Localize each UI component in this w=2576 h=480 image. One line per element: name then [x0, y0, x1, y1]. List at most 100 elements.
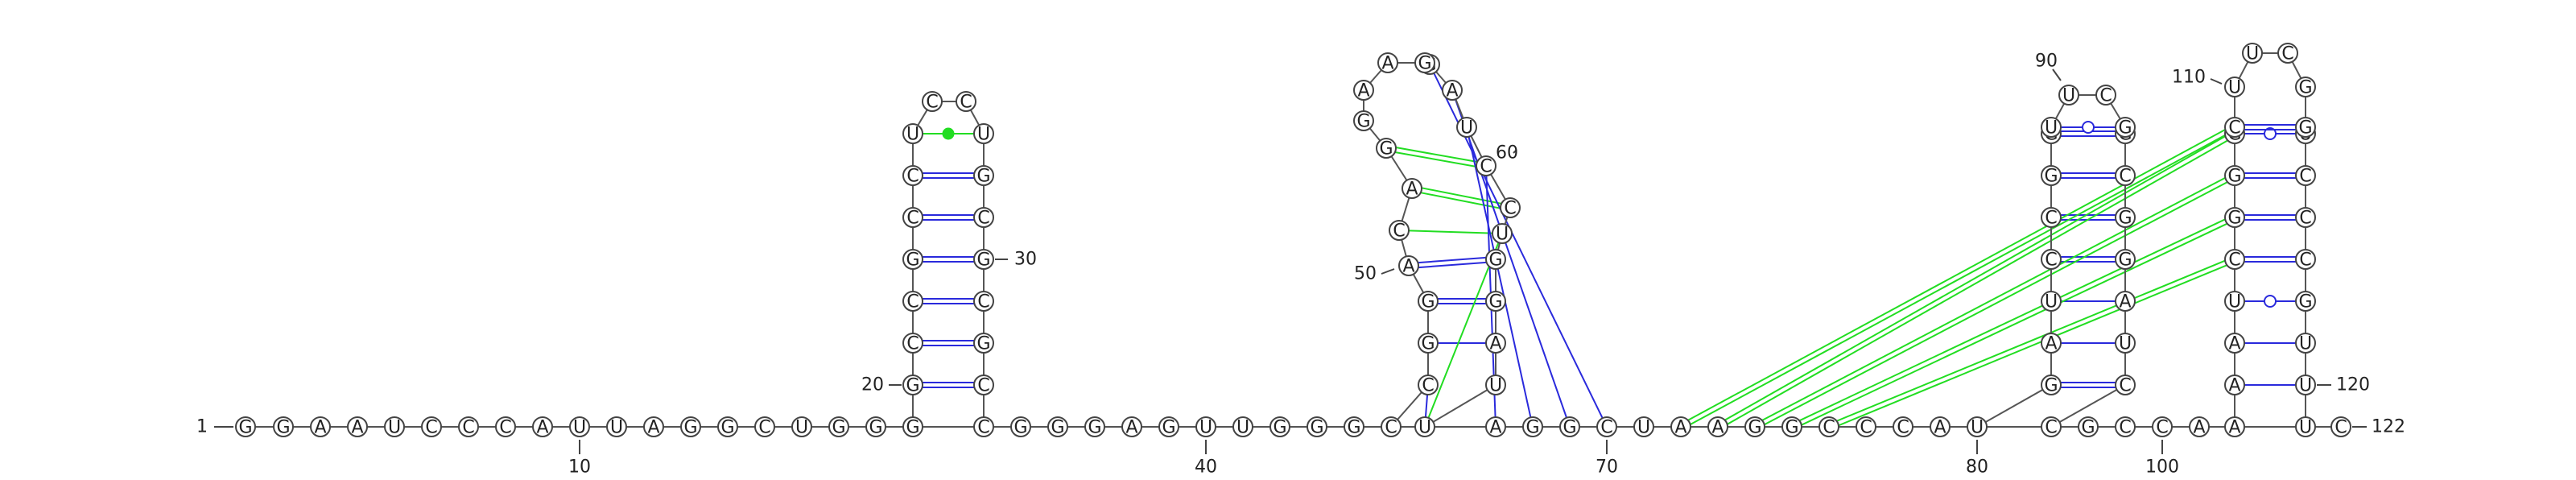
nucleotide-circle	[1398, 255, 1419, 276]
nucleotide-letter: U	[610, 418, 623, 438]
nucleotide-circle	[973, 291, 994, 312]
nucleotide-circle	[1121, 416, 1142, 437]
nucleotide-letter: U	[573, 418, 586, 438]
nucleotide-circle	[902, 374, 923, 395]
base-pair-line	[1792, 218, 2236, 430]
nucleotide-letter: U	[1199, 418, 1212, 438]
nucleotide-circle	[384, 416, 405, 437]
nucleotide-letter: C	[1860, 418, 1872, 438]
nucleotide-circle	[2041, 117, 2062, 138]
nucleotide-letter: G	[906, 250, 919, 271]
nucleotide-circle	[235, 416, 256, 437]
position-label: 30	[1014, 250, 1037, 270]
nucleotide-circle	[973, 123, 994, 144]
base-pair-line	[1790, 214, 2235, 426]
nucleotide-circle	[973, 374, 994, 395]
nucleotide-circle	[1485, 416, 1506, 437]
nucleotide-circle	[1269, 416, 1290, 437]
nucleotide-circle	[1389, 220, 1410, 241]
nucleotide-letter: C	[1422, 376, 1434, 396]
base-pair-line	[1408, 256, 1496, 265]
position-label: 100	[2145, 457, 2179, 478]
nucleotide-circle	[2152, 416, 2173, 437]
nucleotide-letter: A	[2193, 418, 2205, 438]
nucleotide-circle	[2295, 416, 2316, 437]
nucleotide-letter: A	[1357, 81, 1369, 101]
nucleotide-letter: G	[238, 418, 252, 438]
nucleotide-letter: G	[2118, 250, 2132, 271]
base-pair-line	[1716, 130, 2235, 426]
nucleotide-letter: C	[2281, 44, 2293, 64]
nucleotide-letter: C	[2299, 209, 2311, 229]
nucleotide-letter: G	[1748, 418, 1761, 438]
nucleotide-letter: A	[1489, 418, 1501, 438]
nucleotide-letter: C	[926, 93, 938, 113]
nucleotide-letter: U	[1637, 418, 1650, 438]
nucleotide-circle	[2115, 117, 2136, 138]
nucleotide-letter: G	[2298, 78, 2312, 98]
backbone-segment	[2050, 384, 2126, 428]
nucleotide-circle	[2295, 249, 2316, 270]
nucleotide-circle	[569, 416, 590, 437]
nucleotide-letter: C	[425, 418, 437, 438]
nucleotide-letter: U	[388, 418, 401, 438]
nucleotide-letter: G	[1013, 418, 1027, 438]
nucleotide-letter: C	[2119, 167, 2131, 187]
nucleotide-circle	[2115, 249, 2136, 270]
nucleotide-circle	[902, 123, 923, 144]
nucleotide-circle	[2295, 207, 2316, 228]
nucleotide-circle	[2041, 333, 2062, 354]
position-label: 10	[568, 457, 591, 478]
nucleotide-letter: G	[1421, 292, 1435, 312]
nucleotide-circle	[1195, 416, 1216, 437]
nucleotide-circle	[1492, 223, 1513, 244]
nucleotide-letter: C	[977, 376, 989, 396]
base-pair-line	[1755, 176, 2236, 430]
nucleotide-letter: C	[977, 209, 989, 229]
nucleotide-circle	[1047, 416, 1068, 437]
backbone-segment	[1424, 384, 1496, 428]
nucleotide-letter: C	[960, 93, 972, 113]
base-pair-line	[1829, 260, 2236, 430]
nucleotide-circle	[495, 416, 516, 437]
nucleotide-letter: A	[2045, 334, 2057, 354]
nucleotide-circle	[1456, 117, 1477, 138]
nucleotide-circle	[2041, 374, 2062, 395]
nucleotide-circle	[902, 207, 923, 228]
nucleotide-circle	[2224, 374, 2245, 395]
nucleotide-letter: A	[1406, 180, 1418, 200]
nucleotide-circle	[1485, 291, 1506, 312]
nucleotide-letter: C	[2156, 418, 2168, 438]
backbone-segment	[1976, 384, 2052, 428]
nucleotide-circle	[1344, 416, 1364, 437]
position-label: 1	[196, 417, 208, 437]
wobble-pair-marker	[2082, 121, 2095, 134]
nucleotide-circle	[1485, 333, 1506, 354]
nucleotide-circle	[643, 416, 664, 437]
nucleotide-circle	[791, 416, 812, 437]
nucleotide-circle	[2330, 416, 2351, 437]
nucleotide-circle	[2041, 207, 2062, 228]
nucleotide-letter: C	[2228, 250, 2240, 271]
nucleotide-circle	[973, 416, 994, 437]
nucleotide-circle	[1744, 416, 1765, 437]
nucleotide-circle	[2115, 374, 2136, 395]
nucleotide-letter: U	[1489, 376, 1502, 396]
base-pair-line	[1429, 64, 1608, 428]
base-pair-layer	[913, 64, 2306, 430]
nucleotide-letter: G	[1356, 112, 1370, 132]
nucleotide-circle	[273, 416, 294, 437]
nucleotide-letter: U	[2228, 292, 2241, 312]
base-pair-line	[1827, 256, 2235, 426]
base-pair-line	[1466, 126, 1534, 428]
nucleotide-circle	[1418, 333, 1439, 354]
nucleotide-circle	[347, 416, 368, 437]
nucleotide-circle	[2115, 291, 2136, 312]
nucleotide-letter: G	[1488, 292, 1502, 312]
nucleotide-letter: C	[2045, 209, 2057, 229]
backbone-layer	[246, 52, 2341, 428]
nucleotide-letter: A	[1381, 54, 1393, 74]
nucleotide-letter: U	[1460, 118, 1473, 139]
nucleotide-letter: A	[1402, 257, 1414, 277]
